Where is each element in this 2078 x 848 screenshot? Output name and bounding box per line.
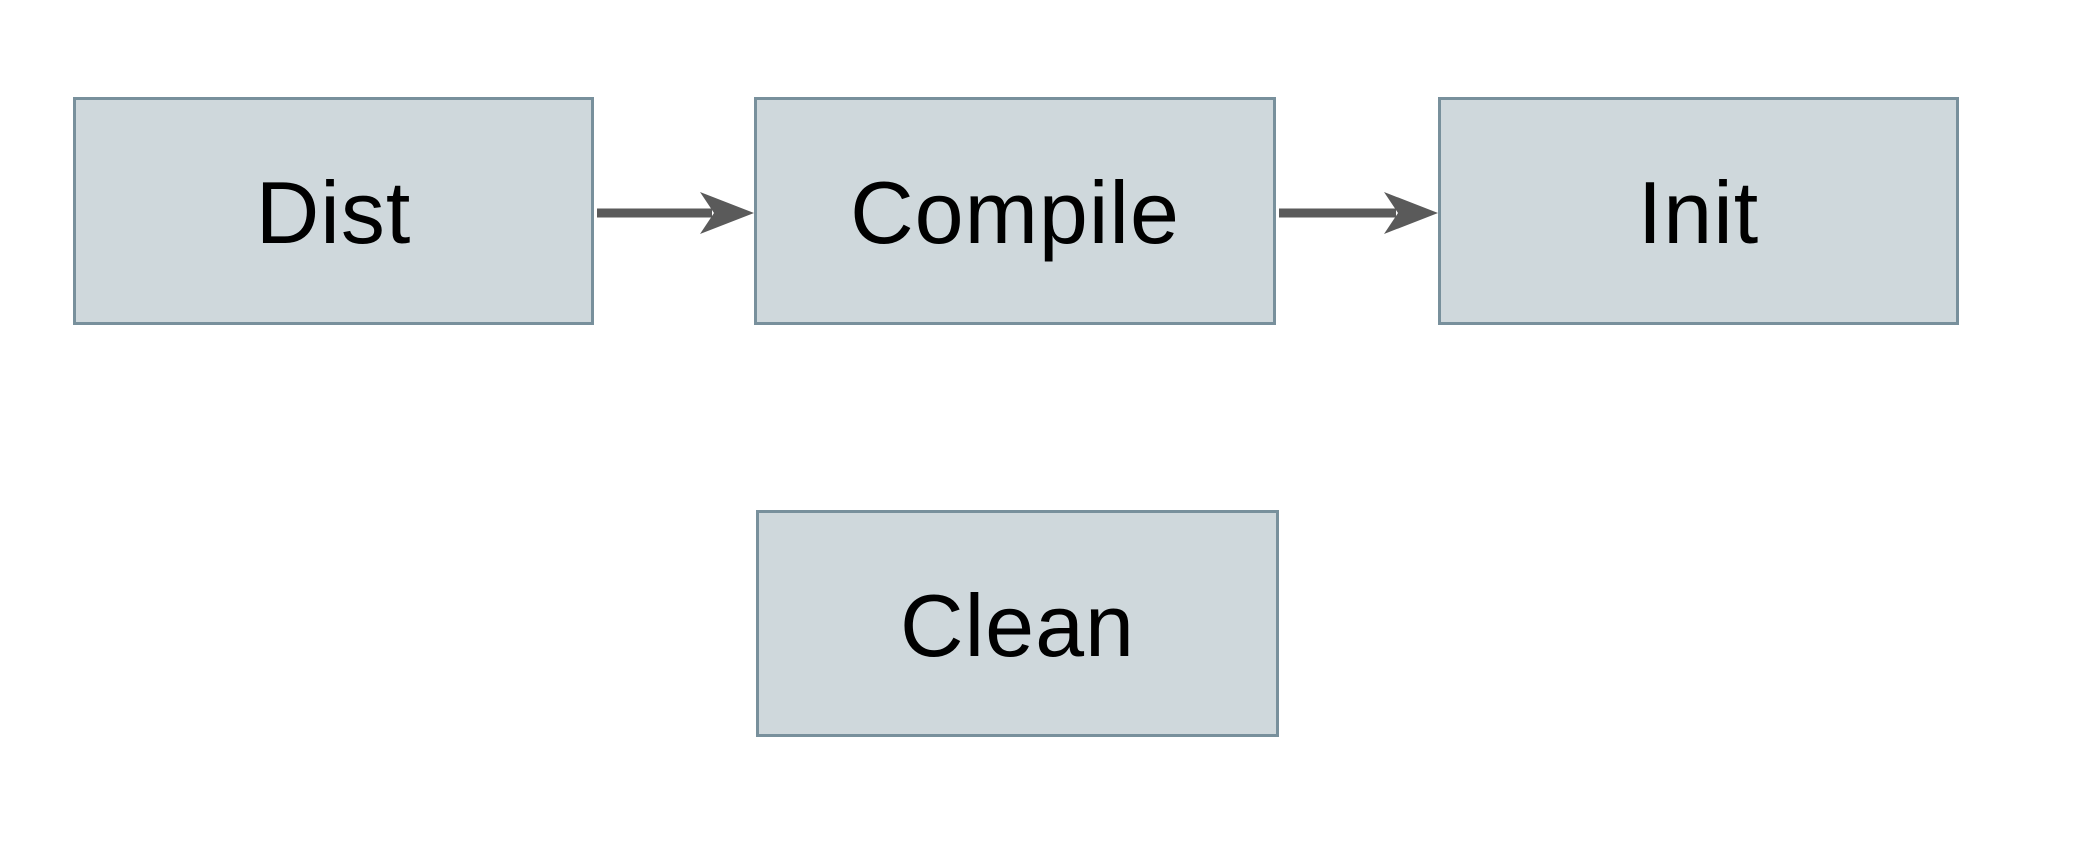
node-init-label: Init (1637, 163, 1760, 262)
node-compile-label: Compile (850, 163, 1180, 262)
arrow-dist-to-compile (597, 192, 754, 234)
node-compile: Compile (754, 97, 1276, 325)
node-clean: Clean (756, 510, 1279, 737)
node-dist-label: Dist (255, 163, 412, 262)
node-clean-label: Clean (900, 575, 1135, 675)
arrow-compile-to-init (1279, 192, 1438, 234)
node-dist: Dist (73, 97, 594, 325)
node-init: Init (1438, 97, 1959, 325)
